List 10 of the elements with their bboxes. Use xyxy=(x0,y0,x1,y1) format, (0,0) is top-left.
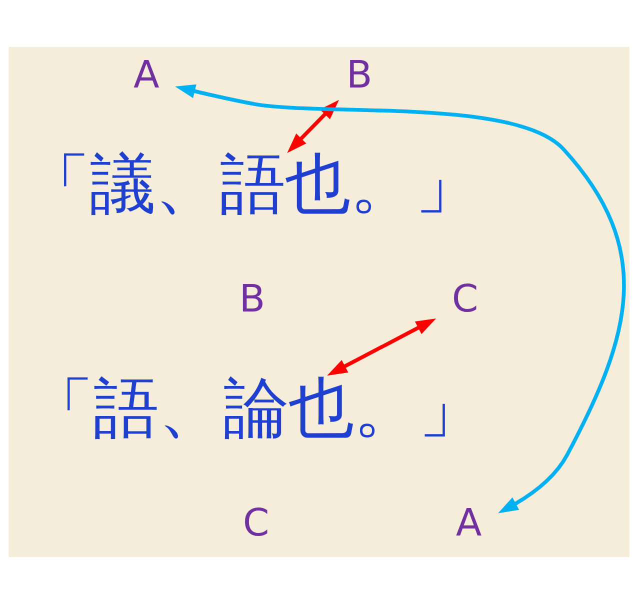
arrow xyxy=(327,318,436,376)
node-text: C xyxy=(452,276,478,320)
node-text: A xyxy=(134,52,160,96)
node-text: C xyxy=(242,500,270,544)
node-text: B xyxy=(239,276,266,320)
node-text: B xyxy=(346,52,372,96)
node-text: 「語、論也。」 xyxy=(28,370,484,446)
node-text: A xyxy=(456,500,482,544)
node-text: 「議、語也。」 xyxy=(24,146,480,222)
arrow xyxy=(175,84,626,513)
